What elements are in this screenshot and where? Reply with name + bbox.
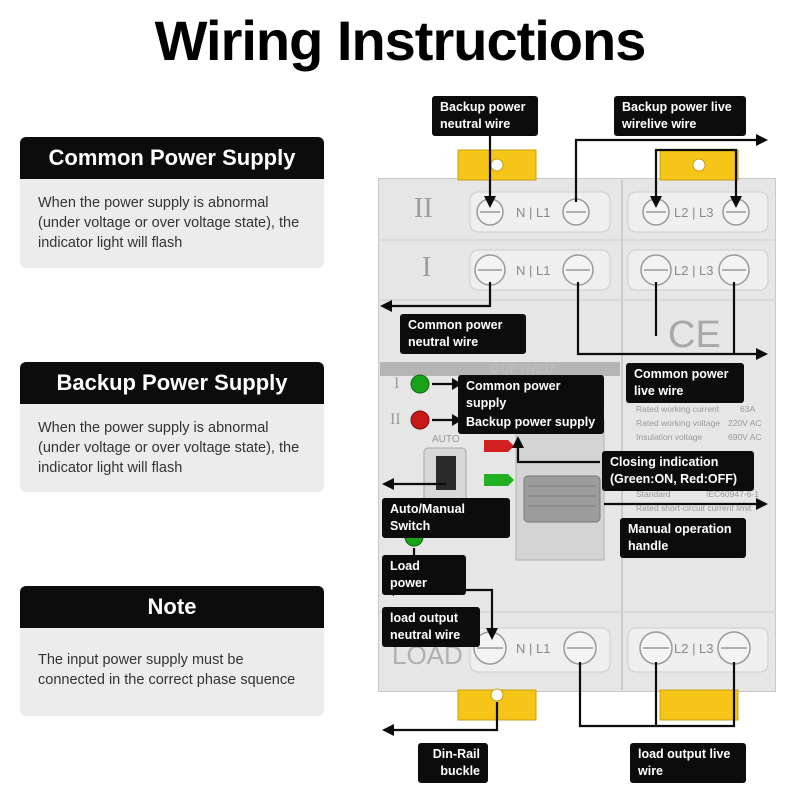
terminal-common-left-label: N | L1 <box>516 263 551 278</box>
callout-din-rail-buckle: Din-Rail buckle <box>418 743 488 783</box>
closing-indicator-red <box>484 440 514 452</box>
spec-name-0: Rated working current <box>636 404 720 414</box>
card-note-body: The input power supply must be connected… <box>20 628 324 716</box>
card-note-heading: Note <box>20 586 324 628</box>
callout-closing-indication: Closing indication (Green:ON, Red:OFF) <box>602 451 754 491</box>
row-backup-label: II <box>414 193 433 224</box>
terminal-load-right-label: L2 | L3 <box>674 641 714 656</box>
callout-backup-neutral: Backup power neutral wire <box>432 96 538 136</box>
spec-value-2: 690V AC <box>728 432 762 442</box>
page-title: Wiring Instructions <box>154 9 647 72</box>
terminal-backup-left-label: N | L1 <box>516 205 551 220</box>
led-common-green <box>410 374 430 394</box>
callout-common-live: Common power live wire <box>626 363 744 403</box>
ce-mark: CE <box>668 314 721 356</box>
callout-backup-live: Backup power live wirelive wire <box>614 96 746 136</box>
spec-name-1: Rated working voltage <box>636 418 721 428</box>
spec-value-3: IEC60947-6-1 <box>706 489 759 499</box>
row-common-label: I <box>422 252 432 283</box>
callout-manual-handle: Manual operation handle <box>620 518 746 558</box>
brand-label: GUETNEU <box>490 361 554 376</box>
spec-name-3: Standard <box>636 489 671 499</box>
callout-load-power: Load power <box>382 555 466 595</box>
callout-load-live: load output live wire <box>630 743 746 783</box>
spec-name-4: Rated short-circuit current limit <box>636 503 752 513</box>
spec-value-0: 63A <box>740 404 756 414</box>
indicator-backup-label: II <box>390 411 401 428</box>
card-common-power-heading: Common Power Supply <box>20 137 324 179</box>
din-clip-bottom-right <box>659 689 739 721</box>
callout-common-supply: Common power supply <box>458 375 604 415</box>
closing-indicator-green <box>484 474 514 486</box>
callout-common-neutral: Common power neutral wire <box>400 314 526 354</box>
callout-backup-supply: Backup power supply <box>458 411 604 434</box>
terminal-load-left-label: N | L1 <box>516 641 551 656</box>
terminal-backup-right-label: L2 | L3 <box>674 205 714 220</box>
indicator-common-label: I <box>394 375 400 392</box>
manual-handle-shape <box>523 475 601 523</box>
callout-load-neutral: load output neutral wire <box>382 607 480 647</box>
callout-auto-manual-switch: Auto/Manual Switch <box>382 498 510 538</box>
spec-name-2: Insulation voltage <box>636 432 703 442</box>
spec-value-1: 220V AC <box>728 418 762 428</box>
card-backup-power-body: When the power supply is abnormal (under… <box>20 404 324 492</box>
auto-label: AUTO <box>432 434 460 445</box>
card-common-power-body: When the power supply is abnormal (under… <box>20 179 324 268</box>
led-backup-red <box>410 410 430 430</box>
terminal-common-right-label: L2 | L3 <box>674 263 714 278</box>
card-backup-power-heading: Backup Power Supply <box>20 362 324 404</box>
